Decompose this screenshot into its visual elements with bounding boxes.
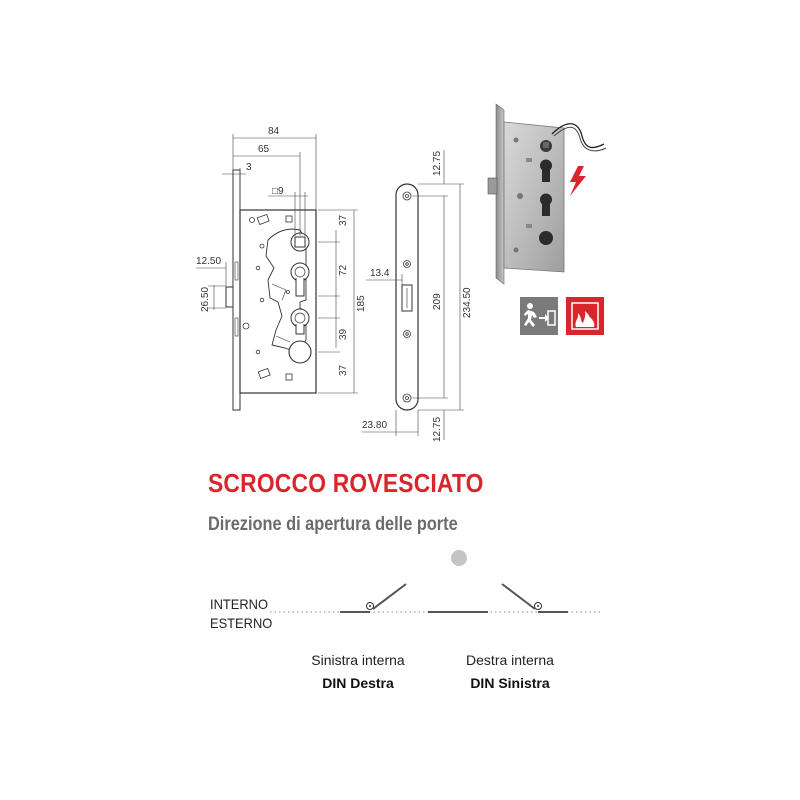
fire-door-icon (566, 297, 604, 335)
dim-9: □9 (272, 186, 284, 197)
dim-3: 3 (246, 162, 252, 173)
side-label-inside: INTERNO (210, 596, 268, 612)
lock-side-view (395, 183, 419, 411)
option-right-din: DIN Sinistra (470, 675, 550, 691)
dim-26-50: 26.50 (200, 287, 211, 312)
technical-drawing: 84 65 3 □9 12.50 37 72 185 39 37 26.50 1… (196, 126, 473, 442)
dim-84: 84 (268, 126, 280, 137)
option-right-name: Destra interna (466, 652, 554, 668)
dim-65: 65 (258, 144, 270, 155)
dim-37-top: 37 (338, 214, 349, 226)
dim-23-80: 23.80 (362, 420, 387, 431)
dim-209: 209 (432, 293, 443, 310)
dim-12-75-bottom: 12.75 (432, 417, 443, 442)
side-view-dimensions (362, 150, 464, 440)
door-swing-diagram (270, 583, 600, 613)
dim-12-75-top: 12.75 (432, 151, 443, 176)
side-label-outside: ESTERNO (210, 615, 273, 631)
dim-12-50: 12.50 (196, 256, 221, 267)
dim-72: 72 (338, 264, 349, 276)
door-left-opening (340, 583, 407, 613)
dim-37-bottom: 37 (338, 364, 349, 376)
lock-front-view (225, 169, 317, 411)
section-subtitle: Direzione di apertura delle porte (208, 514, 458, 535)
option-left-din: DIN Destra (322, 675, 394, 691)
emergency-exit-icon (520, 297, 558, 335)
dim-39: 39 (338, 328, 349, 340)
section-title: SCROCCO ROVESCIATO (208, 468, 484, 498)
lock-product-photo (487, 103, 607, 285)
option-left-name: Sinistra interna (311, 652, 405, 668)
dim-234-50: 234.50 (462, 287, 473, 318)
electric-lightning-icon (570, 166, 586, 196)
dim-185: 185 (356, 295, 367, 312)
indicator-dot (451, 550, 467, 566)
front-view-dimensions (196, 134, 358, 394)
door-right-opening (501, 583, 568, 613)
dim-13-4: 13.4 (370, 268, 390, 279)
